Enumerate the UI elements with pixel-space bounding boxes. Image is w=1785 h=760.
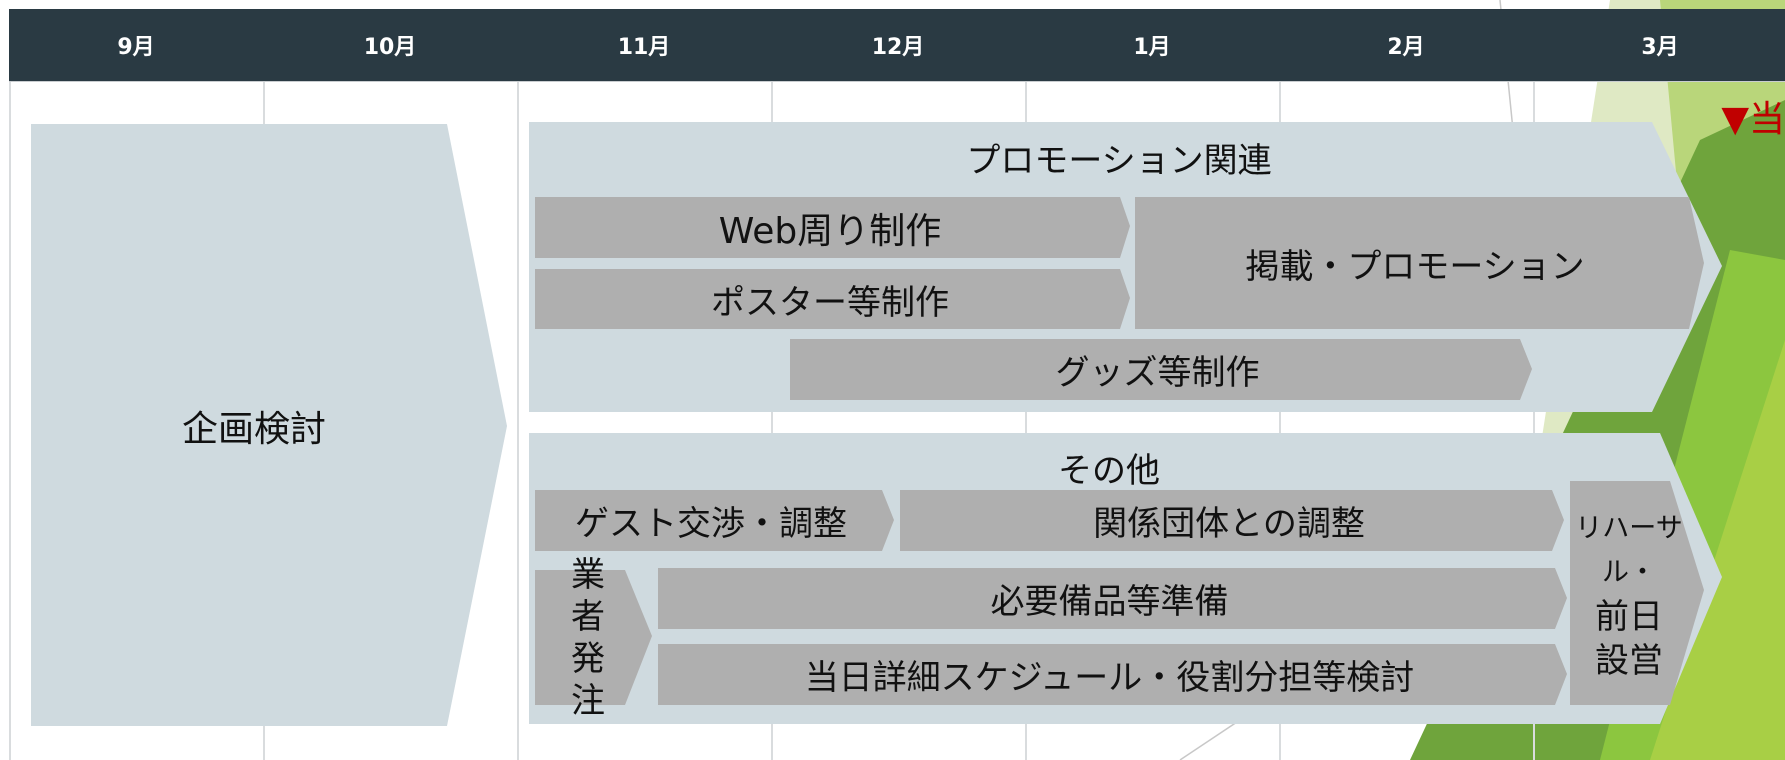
poster-task-arrow [535, 269, 1130, 329]
vendor-task-char: 業 [571, 555, 605, 595]
goods-task-label: グッズ等制作 [1055, 353, 1260, 393]
rehearsal-task-line: 設営 [1595, 641, 1663, 681]
grid-line [517, 9, 519, 760]
poster-task-label: ポスター等制作 [711, 282, 949, 323]
other-title: その他 [1058, 450, 1160, 491]
month-header-cell: 2月 [1387, 35, 1425, 60]
org-task-arrow [900, 490, 1564, 551]
planning-label: 企画検討 [181, 409, 326, 450]
month-header-cell: 1月 [1133, 35, 1171, 60]
rehearsal-task-line: リハーサ [1575, 513, 1683, 544]
vendor-task-arrow [535, 570, 652, 705]
supplies-task-arrow [658, 568, 1567, 629]
supplies-task-label: 必要備品等準備 [990, 582, 1229, 622]
vendor-task-char: 注 [571, 681, 605, 721]
vendor-task-char: 者 [571, 597, 605, 637]
guest-task-arrow [535, 490, 894, 551]
month-header: 9月 10月 11月 12月 1月 2月 3月 [9, 9, 1785, 81]
org-task-label: 関係団体との調整 [1093, 504, 1365, 544]
event-day-marker: ▼当 [1721, 99, 1785, 140]
header-divider [9, 80, 1785, 82]
goods-task-arrow [790, 339, 1532, 400]
web-task-label: Web周り制作 [718, 210, 942, 252]
guest-task-label: ゲスト交渉・調整 [575, 504, 847, 544]
schedule-task-arrow [658, 644, 1567, 705]
rehearsal-task-label: リハーサ ル・ 前日 設営 [1570, 495, 1688, 695]
month-header-cell: 11月 [617, 35, 671, 60]
month-header-cell: 12月 [871, 35, 925, 60]
promotion-title: プロモーション関連 [966, 140, 1272, 181]
month-header-cell: 9月 [117, 35, 155, 60]
rehearsal-task-line: 前日 [1595, 597, 1663, 637]
publish-task-label: 掲載・プロモーション [1245, 246, 1585, 287]
vendor-task-char: 発 [571, 639, 605, 679]
planning-chevron [31, 124, 507, 726]
web-task-arrow [535, 197, 1130, 258]
publish-task-arrow [1135, 197, 1704, 329]
schedule-task-label: 当日詳細スケジュール・役割分担等検討 [804, 658, 1415, 698]
month-header-cell: 3月 [1641, 35, 1679, 60]
rehearsal-task-line: ル・ [1602, 557, 1656, 588]
month-header-cell: 10月 [363, 35, 417, 60]
vendor-task-label: 業 者 発 注 [548, 548, 628, 728]
grid-line [9, 9, 11, 760]
rehearsal-task-arrow [1570, 481, 1704, 705]
